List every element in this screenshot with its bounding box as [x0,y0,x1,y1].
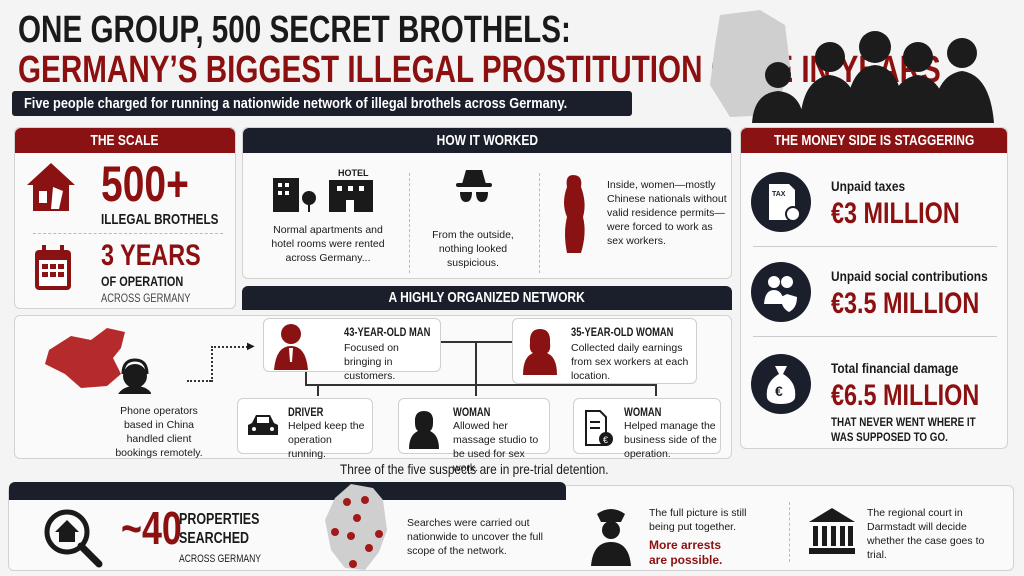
money-header: THE MONEY SIDE IS STAGGERING [741,128,1007,153]
buildings-icon: HOTEL [273,168,373,212]
woman35-text: Collected daily earnings from sex worker… [571,342,689,382]
how-header: HOW IT WORKED [243,128,731,153]
svg-text:€: € [603,435,608,445]
divider [539,173,540,273]
org-line [305,372,307,384]
divider [789,502,790,562]
network-header: A HIGHLY ORGANIZED NETWORK [242,286,732,310]
driver-box: DRIVER Helped keep the operation running… [237,398,373,460]
man-text: Focused on bringing in customers. [344,342,399,382]
woman-business-title: WOMAN [624,405,662,419]
arrow-icon [211,346,251,348]
money-card: THE MONEY SIDE IS STAGGERING TAX Unpaid … [740,127,1008,449]
picture-text: The full picture is still being put toge… [649,507,747,533]
tax-document-icon: TAX [751,172,811,232]
woman-massage-text: Allowed her massage studio to be used fo… [453,420,539,474]
money-item-3-note: THAT NEVER WENT WHERE IT WAS SUPPOSED TO… [831,415,976,444]
police-officer-icon [591,509,631,566]
bottom-tab [9,482,566,500]
how-col2-text: From the outside, nothing looked suspici… [432,229,514,269]
arrow-head-icon: ▶ [247,341,255,352]
money-item-3-value: €6.5 MILLION [831,379,980,412]
detention-note: Three of the five suspects are in pre-tr… [340,461,609,477]
brothels-value: 500+ [101,156,189,212]
woman35-title: 35-YEAR-OLD WOMAN [571,325,674,339]
man-43-box: 43-YEAR-OLD MAN Focused on bringing in c… [263,318,441,382]
china-map-icon [45,328,151,394]
years-sub: ACROSS GERMANY [101,291,191,305]
svg-text:€: € [775,383,783,399]
org-line [305,384,657,386]
calendar-icon [35,245,71,290]
properties-sub: ACROSS GERMANY [179,553,262,565]
org-line [475,341,477,396]
man-title: 43-YEAR-OLD MAN [344,325,431,339]
years-label: OF OPERATION [101,273,184,289]
woman-business-box: € WOMAN Helped manage the business side … [573,398,721,460]
searches-text: Searches were carried out nationwide to … [407,517,544,557]
subtitle-bar: Five people charged for running a nation… [12,91,632,116]
scale-card: THE SCALE 500+ ILLEGAL BROTHELS 3 YEARS … [14,127,236,309]
woman-icon [523,329,557,375]
driver-title: DRIVER [288,405,324,419]
money-item-1-label: Unpaid taxes [831,178,906,194]
germany-map-pins-icon [325,484,387,570]
how-it-worked-card: HOW IT WORKED HOTEL Normal apartments an… [242,127,732,279]
brothels-label: ILLEGAL BROTHELS [101,211,219,228]
spy-hat-glasses-icon [456,170,492,202]
org-line [655,384,657,396]
driver-text: Helped keep the operation running. [288,420,365,460]
woman-massage-title: WOMAN [453,405,491,419]
money-item-3-label: Total financial damage [831,360,959,376]
money-item-2-label: Unpaid social contributions [831,268,988,284]
divider [33,233,223,234]
network-card: ▶ Phone operators based in China handled… [14,315,732,474]
divider [753,336,997,337]
woman-icon [409,411,439,449]
divider [409,173,410,273]
money-bag-icon: € [751,354,811,414]
connector [187,380,211,382]
arrests-text: More arrests are possible. [649,538,723,567]
how-col1-text: Normal apartments and hotel rooms were r… [271,224,385,264]
woman-business-text: Helped manage the business side of the o… [624,420,717,460]
suspects-silhouette-icon [710,10,994,123]
courthouse-icon [809,508,855,554]
court-text: The regional court in Darmstadt will dec… [867,507,985,561]
woman-silhouette-icon [564,175,585,253]
years-value: 3 YEARS [101,239,201,272]
money-item-2-value: €3.5 MILLION [831,287,980,320]
title-line-1: ONE GROUP, 500 SECRET BROTHELS: [18,9,571,51]
operators-text: Phone operators based in China handled c… [115,405,203,459]
woman-35-box: 35-YEAR-OLD WOMAN Collected daily earnin… [512,318,697,384]
scale-header: THE SCALE [15,128,235,153]
divider [753,246,997,247]
woman-massage-box: WOMAN Allowed her massage studio to be u… [398,398,550,474]
org-line [317,384,319,396]
how-col3-text: Inside, women—mostly Chinese nationals w… [607,179,727,247]
car-icon [248,415,278,435]
house-icon [27,163,75,211]
svg-text:TAX: TAX [772,191,786,198]
money-item-1-value: €3 MILLION [831,197,960,230]
properties-value: ~40 [121,502,182,554]
document-euro-icon: € [585,410,613,446]
people-shield-icon [751,262,811,322]
connector [211,346,213,382]
svg-text:HOTEL: HOTEL [338,168,369,178]
magnifier-house-icon [44,509,103,568]
man-icon [274,324,308,370]
